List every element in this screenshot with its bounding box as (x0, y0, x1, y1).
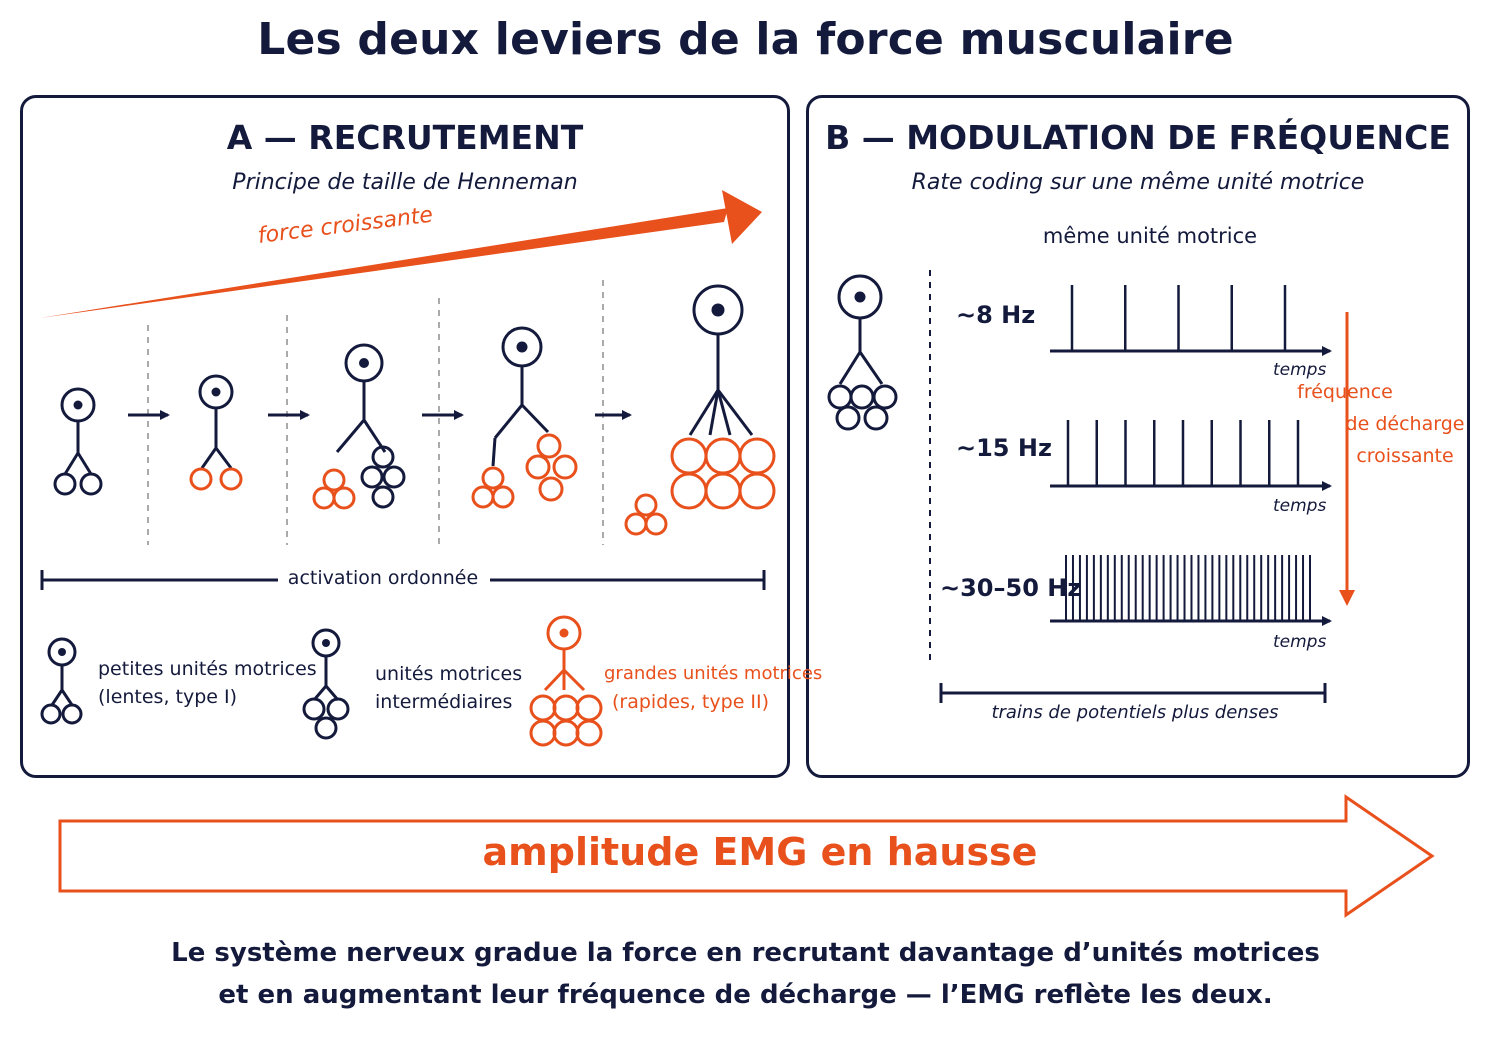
legend-large-icon (529, 615, 603, 747)
emg-amplitude-label: amplitude EMG en hausse (482, 830, 1038, 874)
train-2-axis-label: temps (1273, 496, 1327, 516)
train-3-label: ~30–50 Hz (940, 574, 1082, 602)
motor-unit-small-active (189, 374, 243, 491)
panel-modulation-frequence: B — MODULATION DE FRÉQUENCE Rate coding … (806, 95, 1470, 778)
train-2-label: ~15 Hz (956, 434, 1052, 462)
legend-small-label-1: petites unités motrices (98, 658, 317, 680)
footer-line-2: et en augmentant leur fréquence de décha… (218, 980, 1273, 1010)
train-3-axis-label: temps (1273, 632, 1327, 652)
legend-large-label-1: grandes unités motrices (604, 663, 823, 684)
panel-a-title: A — RECRUTEMENT (226, 118, 584, 157)
motor-unit-intermediate-stage (312, 343, 406, 510)
motor-unit-small (53, 387, 103, 496)
panel-recrutement: A — RECRUTEMENT Principe de taille de He… (20, 95, 790, 778)
activation-ordonnee-label: activation ordonnée (287, 567, 479, 589)
emg-amplitude-arrow (58, 794, 1435, 918)
legend-large-label-2: (rapides, type II) (612, 691, 770, 713)
legend-intermediate-icon (302, 628, 350, 740)
spike-trains (1050, 285, 1332, 626)
activation-bracket (40, 570, 766, 590)
motor-unit-large-stage (624, 284, 776, 536)
side-label-1: fréquence (1297, 381, 1393, 403)
legend-mid-label-2: intermédiaires (375, 691, 513, 713)
trains-bracket (939, 683, 1327, 703)
legend-small-icon (40, 637, 83, 725)
panel-b-subtitle: Rate coding sur une même unité motrice (911, 170, 1365, 195)
trains-bracket-label: trains de potentiels plus denses (991, 702, 1279, 723)
meme-unite-label: même unité motrice (1042, 224, 1258, 248)
force-croissante-arrow (40, 190, 762, 318)
page-title: Les deux leviers de la force musculaire (257, 14, 1234, 65)
stage-separators (147, 280, 604, 545)
train-1-label: ~8 Hz (956, 301, 1036, 329)
motor-unit-medium-large-stage (471, 326, 578, 509)
side-label-2: de décharge (1345, 413, 1465, 435)
side-label-3: croissante (1356, 445, 1454, 467)
panel-b-title: B — MODULATION DE FRÉQUENCE (825, 118, 1451, 157)
train-1-axis-label: temps (1273, 360, 1327, 380)
panel-a-subtitle: Principe de taille de Henneman (232, 170, 578, 195)
motor-unit-icon-b (827, 274, 898, 431)
footer-line-1: Le système nerveux gradue la force en re… (171, 938, 1320, 968)
legend-small-label-2: (lentes, type I) (98, 686, 238, 708)
legend-mid-label-1: unités motrices (375, 663, 523, 685)
